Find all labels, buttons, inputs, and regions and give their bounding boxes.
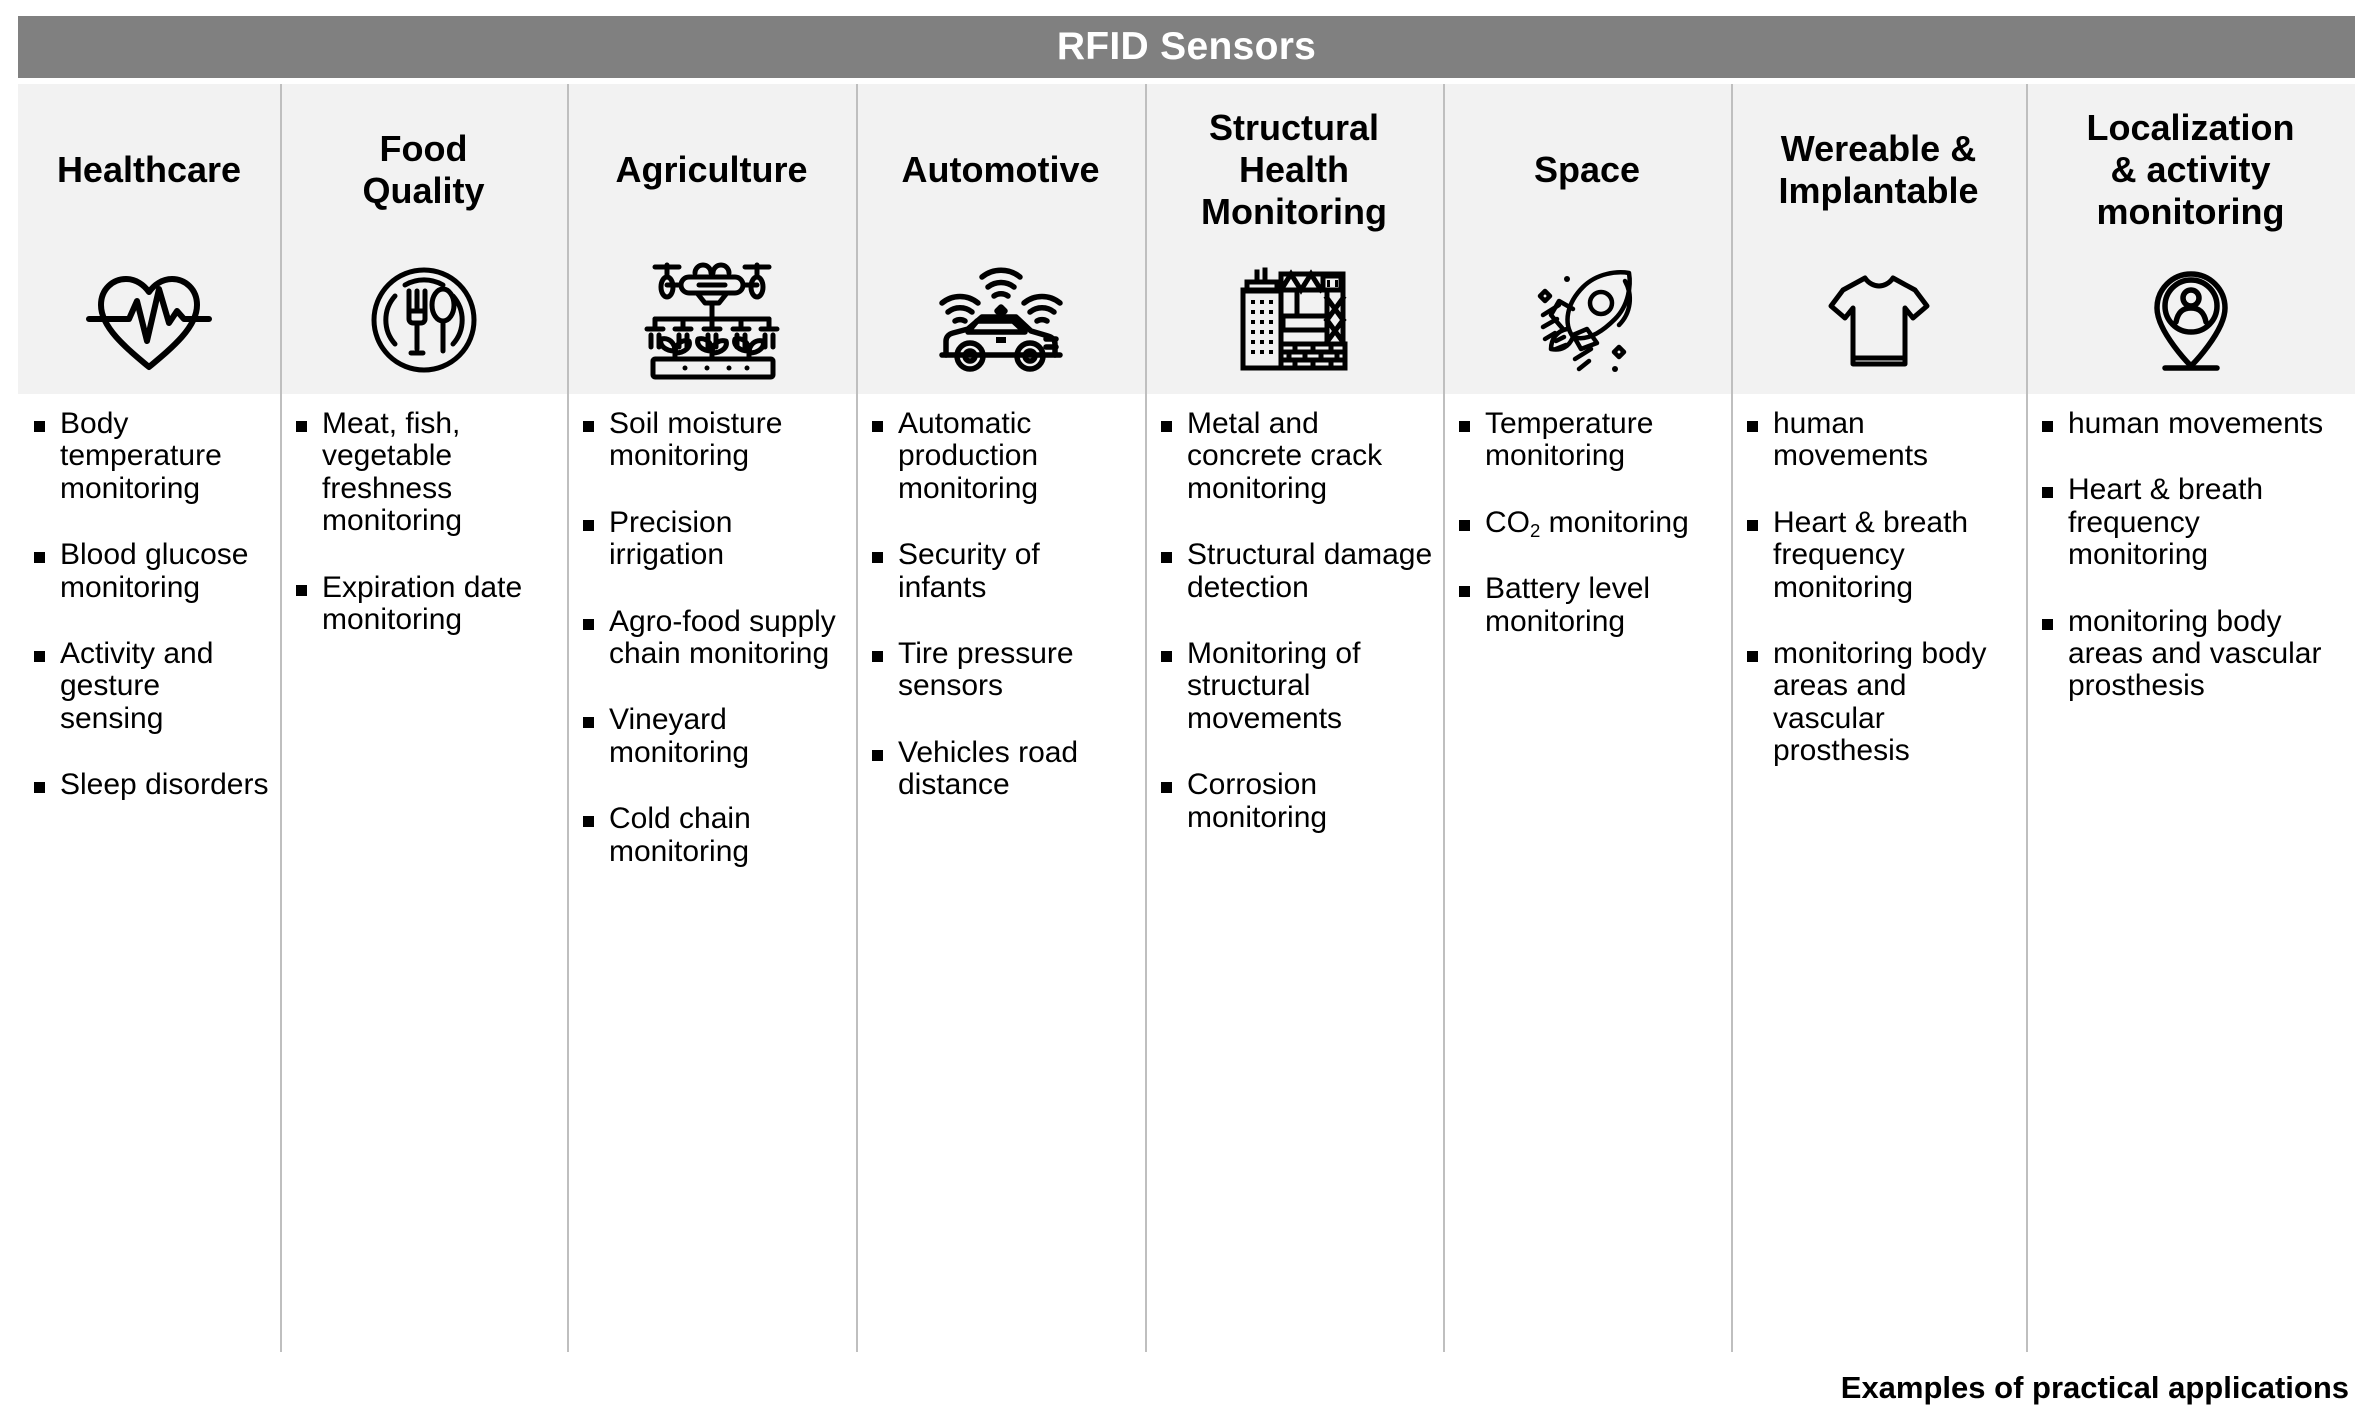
column-title-automotive: Automotive — [864, 90, 1137, 250]
column-title-line: Quality — [362, 170, 485, 211]
column-structural-health-monitoring: Structural Health Monitoring — [1145, 84, 1443, 1410]
column-header-wereable-implantable: Wereable & Implantable — [1731, 84, 2026, 394]
list-item: Precision irrigation — [579, 506, 846, 572]
list-item: Heart & breath frequency monitoring — [2038, 474, 2345, 571]
heart-pulse-icon — [26, 250, 272, 390]
column-agriculture: Agriculture — [567, 84, 856, 1410]
page-title: RFID Sensors — [1056, 25, 1317, 68]
column-header-structural-health-monitoring: Structural Health Monitoring — [1145, 84, 1443, 394]
column-body-space: Temperature monitoring CO2 monitoring Ba… — [1443, 394, 1731, 1410]
list-item: Corrosion monitoring — [1157, 768, 1433, 834]
column-title-line: Food — [379, 127, 468, 169]
bullet-list-space: Temperature monitoring CO2 monitoring Ba… — [1455, 407, 1721, 638]
column-body-localization-activity-monitoring: human movements Heart & breath frequency… — [2026, 394, 2355, 1410]
list-item: Automatic production monitoring — [868, 407, 1135, 505]
list-item: Activity and gesture sensing — [30, 637, 270, 735]
column-space: Space — [1443, 84, 1731, 1410]
column-header-food-quality: Food Quality — [280, 84, 567, 394]
bullet-list-structural-health-monitoring: Metal and concrete crack monitoring Stru… — [1157, 407, 1433, 834]
person-location-pin-icon — [2034, 250, 2347, 390]
column-title-line: Localization — [2086, 106, 2295, 148]
list-item: Blood glucose monitoring — [30, 539, 270, 604]
rocket-icon — [1451, 250, 1723, 390]
column-title-line: Automotive — [901, 148, 1100, 190]
list-item: human movements — [1743, 407, 2016, 473]
list-item: Vineyard monitoring — [579, 704, 846, 769]
column-body-healthcare: Body temperature monitoring Blood glucos… — [18, 394, 280, 1410]
column-title-line: Healthcare — [56, 148, 242, 190]
column-title-line: Agriculture — [615, 148, 808, 190]
column-header-healthcare: Healthcare — [18, 84, 280, 394]
poster-title-bar: RFID Sensors — [18, 16, 2355, 78]
column-body-agriculture: Soil moisture monitoring Precision irrig… — [567, 394, 856, 1410]
list-item: human movements — [2038, 407, 2345, 440]
list-item: Agro-food supply chain monitoring — [579, 605, 846, 671]
column-title-line: Health — [1238, 148, 1349, 190]
column-body-wereable-implantable: human movements Heart & breath frequency… — [1731, 394, 2026, 1410]
column-title-wereable-implantable: Wereable & Implantable — [1739, 90, 2018, 250]
list-item: Monitoring of structural movements — [1157, 637, 1433, 735]
tshirt-icon — [1739, 250, 2018, 390]
bullet-list-wereable-implantable: human movements Heart & breath frequency… — [1743, 407, 2016, 768]
column-title-line: Space — [1533, 148, 1641, 190]
column-header-localization-activity-monitoring: Localization & activity monitoring — [2026, 84, 2355, 394]
column-title-healthcare: Healthcare — [26, 90, 272, 250]
column-food-quality: Food Quality — [280, 84, 567, 1410]
plate-fork-spoon-icon — [288, 250, 559, 390]
column-automotive: Automotive — [856, 84, 1145, 1410]
column-body-structural-health-monitoring: Metal and concrete crack monitoring Stru… — [1145, 394, 1443, 1410]
list-item: Heart & breath frequency monitoring — [1743, 506, 2016, 604]
list-item: Battery level monitoring — [1455, 573, 1721, 638]
bullet-list-localization-activity-monitoring: human movements Heart & breath frequency… — [2038, 407, 2345, 703]
list-item: Vehicles road distance — [868, 736, 1135, 802]
list-item: Structural damage detection — [1157, 539, 1433, 604]
list-item: Expiration date monitoring — [292, 571, 557, 637]
column-title-space: Space — [1451, 90, 1723, 250]
footer-caption: Examples of practical applications — [1840, 1370, 2349, 1405]
list-item: monitoring body areas and vascular prost… — [1743, 637, 2016, 768]
column-title-food-quality: Food Quality — [288, 90, 559, 250]
column-title-structural-health-monitoring: Structural Health Monitoring — [1153, 90, 1435, 250]
list-item: Meat, fish, vegetable freshness monitori… — [292, 407, 557, 538]
column-title-localization-activity-monitoring: Localization & activity monitoring — [2034, 90, 2347, 250]
column-title-line: Implantable — [1778, 170, 1979, 211]
column-title-line: Monitoring — [1201, 191, 1387, 233]
list-item: Soil moisture monitoring — [579, 407, 846, 473]
drone-crop-irrigation-icon — [575, 250, 848, 390]
list-item: Security of infants — [868, 539, 1135, 604]
connected-car-icon — [864, 250, 1137, 390]
bullet-list-food-quality: Meat, fish, vegetable freshness monitori… — [292, 407, 557, 637]
column-body-automotive: Automatic production monitoring Security… — [856, 394, 1145, 1410]
column-header-automotive: Automotive — [856, 84, 1145, 394]
column-title-line: Wereable & — [1780, 127, 1977, 169]
list-item: Body temperature monitoring — [30, 407, 270, 505]
list-item: Temperature monitoring — [1455, 407, 1721, 473]
column-header-space: Space — [1443, 84, 1731, 394]
bullet-list-automotive: Automatic production monitoring Security… — [868, 407, 1135, 802]
application-columns: Healthcare Body temperature monitoring B… — [18, 84, 2355, 1410]
column-title-line: Structural — [1208, 106, 1380, 148]
list-item: CO2 monitoring — [1455, 506, 1721, 541]
list-item: monitoring body areas and vascular prost… — [2038, 605, 2345, 703]
bullet-list-healthcare: Body temperature monitoring Blood glucos… — [30, 407, 270, 802]
list-item: Cold chain monitoring — [579, 802, 846, 868]
column-title-line: & activity — [2110, 148, 2271, 190]
column-wereable-implantable: Wereable & Implantable human movements H… — [1731, 84, 2026, 1410]
column-title-agriculture: Agriculture — [575, 90, 848, 250]
list-item: Tire pressure sensors — [868, 637, 1135, 703]
list-item: Sleep disorders — [30, 768, 270, 801]
list-item: Metal and concrete crack monitoring — [1157, 407, 1433, 505]
building-crane-icon — [1153, 250, 1435, 390]
column-header-agriculture: Agriculture — [567, 84, 856, 394]
column-localization-activity-monitoring: Localization & activity monitoring — [2026, 84, 2355, 1410]
column-title-line: monitoring — [2096, 191, 2285, 233]
column-body-food-quality: Meat, fish, vegetable freshness monitori… — [280, 394, 567, 1410]
column-healthcare: Healthcare Body temperature monitoring B… — [18, 84, 280, 1410]
bullet-list-agriculture: Soil moisture monitoring Precision irrig… — [579, 407, 846, 868]
